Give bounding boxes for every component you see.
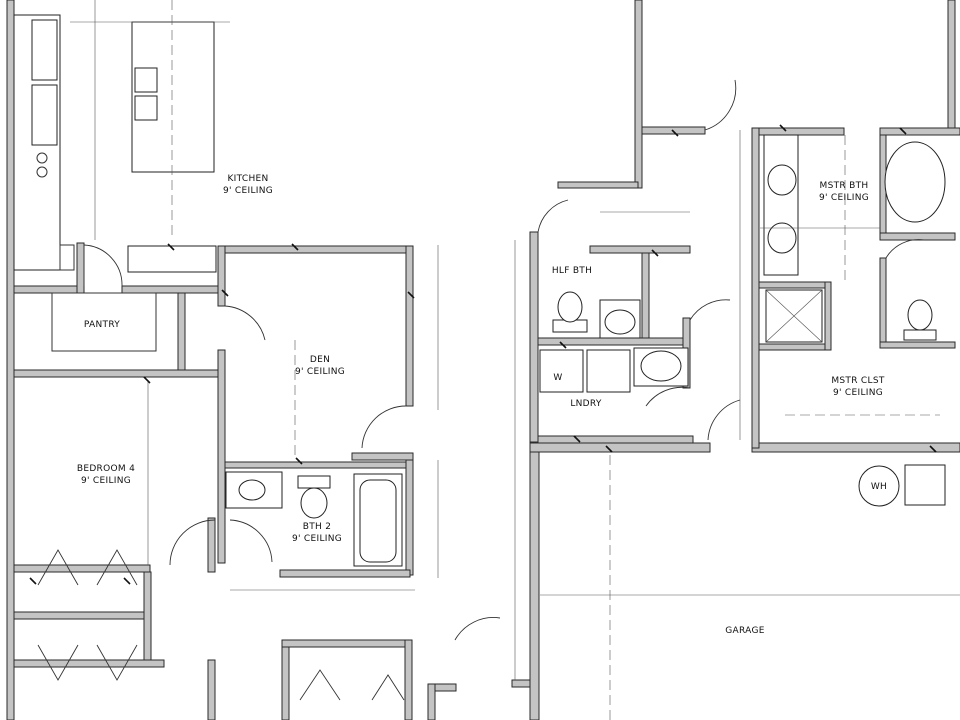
den-ceiling: 9' CEILING: [295, 367, 345, 377]
laundry-name: LNDRY: [570, 399, 602, 409]
halfbath-name: HLF BTH: [552, 266, 592, 276]
bedroom4-ceiling: 9' CEILING: [81, 476, 131, 486]
master-bath-ceiling: 9' CEILING: [819, 193, 869, 203]
kitchen-name: KITCHEN: [227, 174, 268, 184]
doors: [83, 79, 925, 641]
garage-name: GARAGE: [725, 626, 764, 636]
washer-label: W: [553, 373, 562, 383]
master-bath-name: MSTR BTH: [820, 181, 869, 191]
walls: [6, 0, 960, 720]
kitchen-ceiling: 9' CEILING: [223, 186, 273, 196]
dimension-lines: [70, 0, 960, 720]
bath2-name: BTH 2: [303, 522, 332, 532]
master-closet-name: MSTR CLST: [831, 376, 885, 386]
room-labels: KITCHEN 9' CEILING PANTRY DEN 9' CEILING…: [77, 174, 887, 636]
den-name: DEN: [310, 355, 330, 365]
pantry-name: PANTRY: [84, 320, 120, 330]
bath2-ceiling: 9' CEILING: [292, 534, 342, 544]
water-heater-label: WH: [871, 482, 887, 492]
master-closet-ceiling: 9' CEILING: [833, 388, 883, 398]
wall-ticks: [29, 124, 937, 585]
fixtures: [36, 21, 946, 701]
bedroom4-name: BEDROOM 4: [77, 464, 135, 474]
